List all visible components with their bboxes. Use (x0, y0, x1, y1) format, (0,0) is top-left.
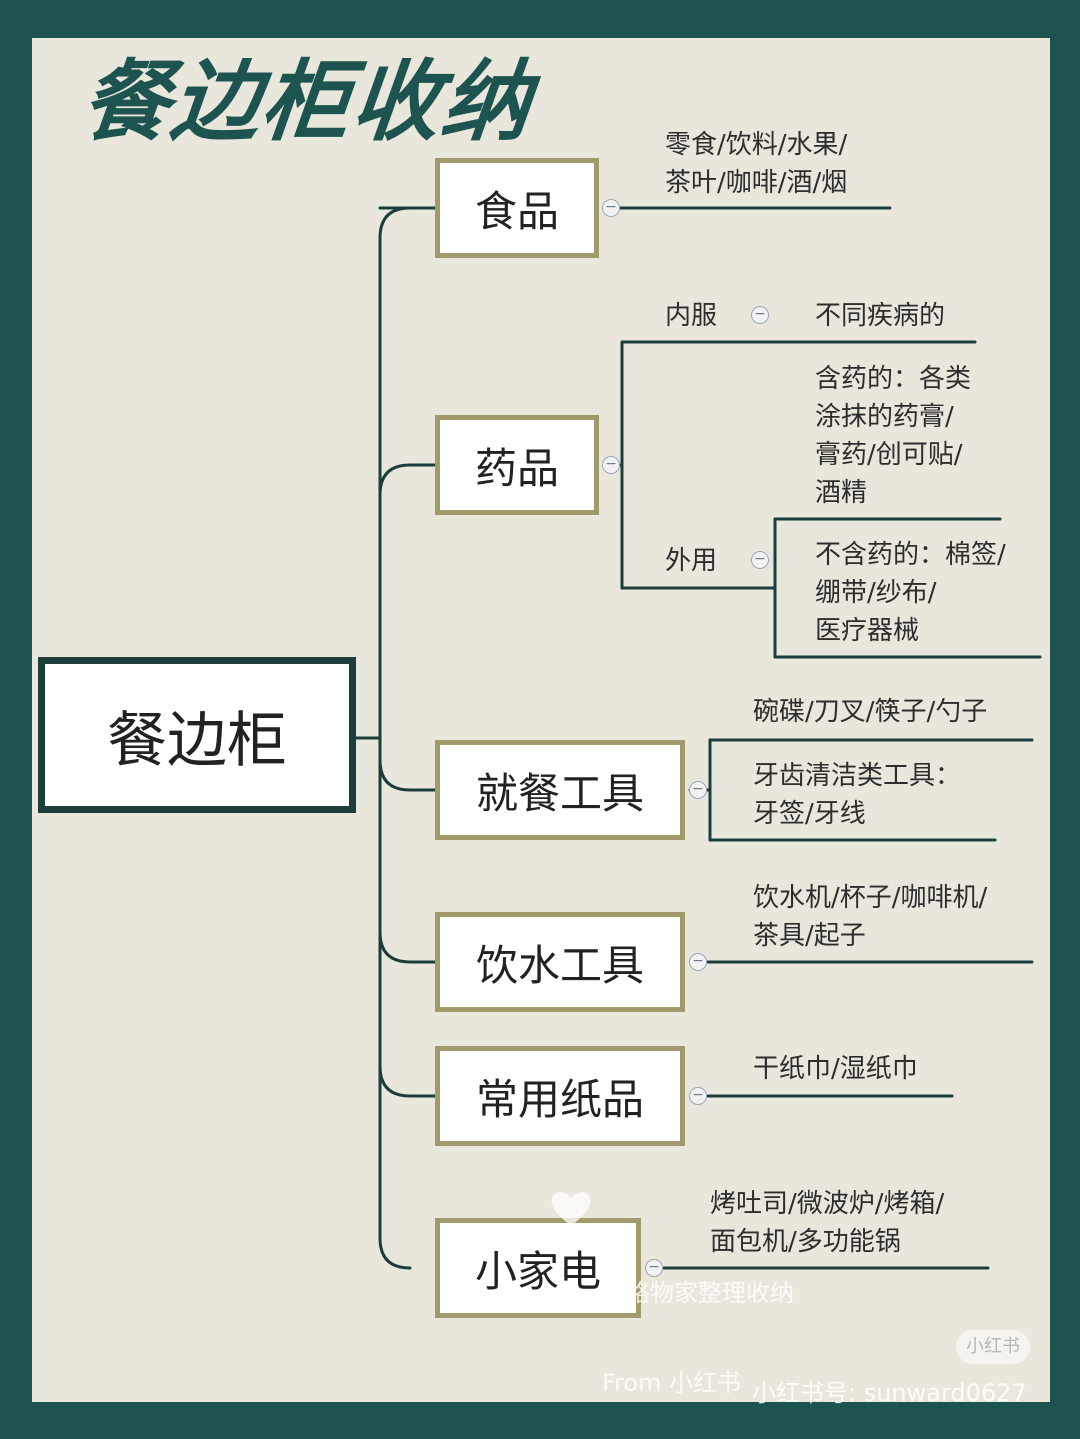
branch-node-food[interactable]: 食品 (435, 158, 599, 258)
collapse-icon[interactable]: − (689, 781, 707, 799)
root-node[interactable]: 餐边柜 (38, 657, 356, 813)
leaf-external-1: 含药的：各类 涂抹的药膏/ 膏药/创可贴/ 酒精 (815, 364, 972, 508)
collapse-icon[interactable]: − (645, 1259, 663, 1277)
branch-node-paper[interactable]: 常用纸品 (435, 1046, 685, 1146)
platform-badge: 小红书 (956, 1330, 1030, 1364)
watermark: @格物家整理收纳 From 小红书 (551, 1188, 794, 1428)
branch-node-drinking[interactable]: 饮水工具 (435, 912, 685, 1012)
collapse-icon[interactable]: − (751, 306, 769, 324)
leaf-drinking-1: 饮水机/杯子/咖啡机/ 茶具/起子 (753, 883, 988, 951)
branch-node-medicine[interactable]: 药品 (435, 415, 599, 515)
account-id: 小红书号: sunward0627 (752, 1379, 1027, 1407)
branch-node-dining[interactable]: 就餐工具 (435, 740, 685, 840)
collapse-icon[interactable]: − (602, 456, 620, 474)
leaf-paper-1: 干纸巾/湿纸巾 (753, 1054, 918, 1084)
leaf-food-1: 零食/饮料/水果/ 茶叶/咖啡/酒/烟 (665, 130, 848, 198)
collapse-icon[interactable]: − (689, 1087, 707, 1105)
leaf-dining-2: 牙齿清洁类工具： 牙签/牙线 (753, 761, 962, 829)
collapse-icon[interactable]: − (689, 953, 707, 971)
leaf-appliance-1: 烤吐司/微波炉/烤箱/ 面包机/多功能锅 (710, 1189, 945, 1257)
watermark-line2: From 小红书 (602, 1369, 742, 1397)
collapse-icon[interactable]: − (751, 551, 769, 569)
leaf-external-2: 不含药的：棉签/ 绷带/纱布/ 医疗器械 (815, 540, 1006, 646)
leaf-internal-1: 不同疾病的 (815, 301, 946, 331)
heart-logo-icon (551, 1191, 591, 1226)
sub-node-external[interactable]: 外用 (665, 546, 718, 576)
page-title: 餐边柜收纳 (76, 50, 538, 153)
watermark-line1: @格物家整理收纳 (602, 1279, 794, 1307)
leaf-dining-1: 碗碟/刀叉/筷子/勺子 (753, 697, 988, 727)
sub-node-internal[interactable]: 内服 (665, 301, 718, 331)
collapse-icon[interactable]: − (602, 199, 620, 217)
branch-node-appliance[interactable]: 小家电 (435, 1218, 641, 1318)
